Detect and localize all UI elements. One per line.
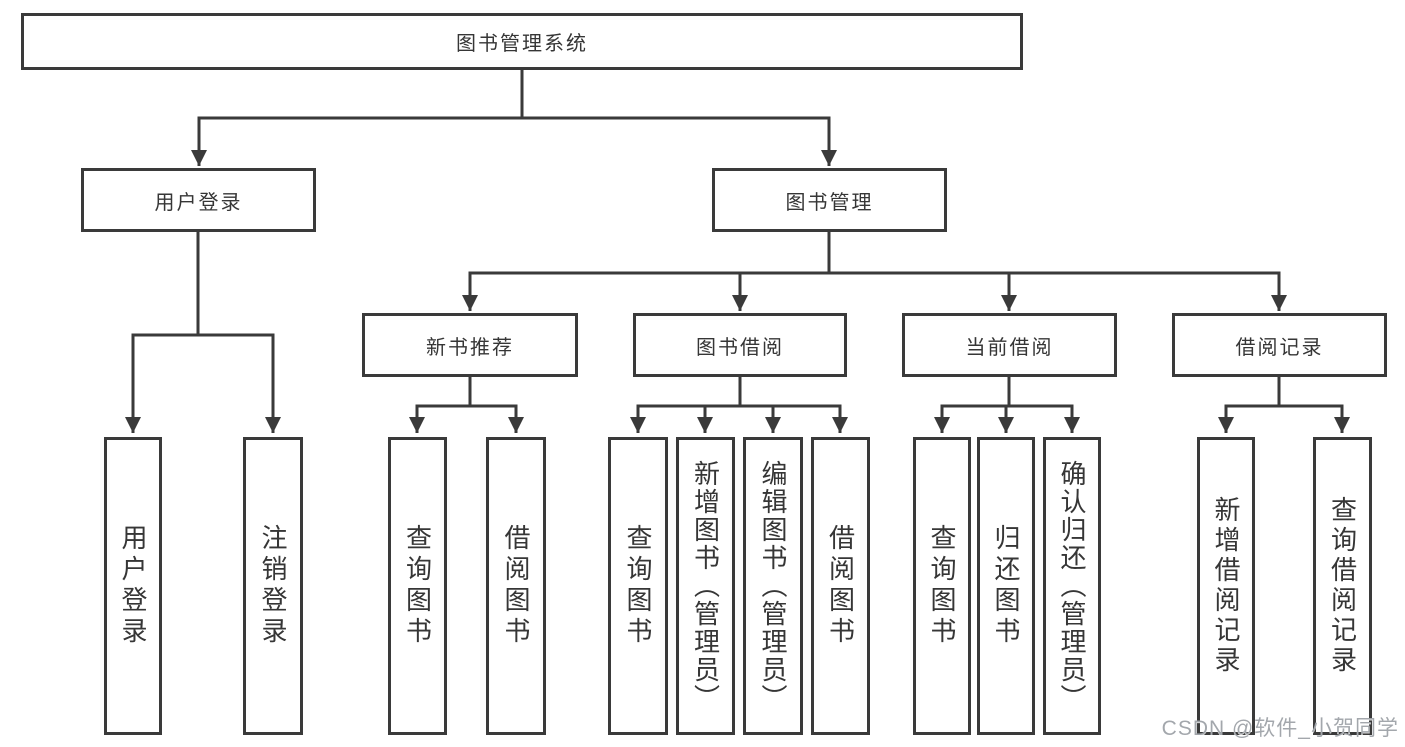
node-borrow-records: 借阅记录 [1172, 313, 1387, 377]
leaf-add-books-admin-label: 新增图书（管理员） [690, 460, 721, 712]
leaf-query-books-borrow-label: 查询图书 [623, 524, 653, 648]
leaf-query-books-current: 查询图书 [913, 437, 971, 735]
node-current-borrow-label: 当前借阅 [965, 336, 1054, 359]
leaf-logout-label: 注销登录 [258, 524, 288, 648]
leaf-query-borrow-record-label: 查询借阅记录 [1327, 496, 1358, 676]
leaf-return-books-label: 归还图书 [991, 524, 1021, 648]
leaf-borrow-books: 借阅图书 [811, 437, 870, 735]
leaf-edit-books-admin: 编辑图书（管理员） [743, 437, 803, 735]
node-user-login-label: 用户登录 [154, 191, 243, 214]
leaf-confirm-return-admin: 确认归还（管理员） [1043, 437, 1101, 735]
leaf-add-borrow-record: 新增借阅记录 [1197, 437, 1255, 735]
leaf-borrow-books-label: 借阅图书 [825, 524, 856, 648]
leaf-borrow-books-recommend-label: 借阅图书 [501, 524, 531, 648]
leaf-logout: 注销登录 [243, 437, 303, 735]
node-user-login: 用户登录 [81, 168, 316, 232]
node-book-management-label: 图书管理 [785, 191, 874, 214]
leaf-user-login-label: 用户登录 [118, 524, 148, 648]
node-book-borrow-label: 图书借阅 [696, 336, 784, 359]
leaf-query-books-recommend-label: 查询图书 [402, 524, 433, 648]
csdn-watermark: CSDN @软件_小贺同学 [1161, 717, 1399, 740]
leaf-edit-books-admin-label: 编辑图书（管理员） [758, 460, 788, 712]
leaf-add-books-admin: 新增图书（管理员） [676, 437, 735, 735]
leaf-user-login: 用户登录 [104, 437, 162, 735]
node-book-management: 图书管理 [712, 168, 947, 232]
leaf-query-borrow-record: 查询借阅记录 [1313, 437, 1372, 735]
node-new-book-recommend: 新书推荐 [362, 313, 578, 377]
leaf-query-books-recommend: 查询图书 [388, 437, 447, 735]
leaf-return-books: 归还图书 [977, 437, 1035, 735]
node-borrow-records-label: 借阅记录 [1235, 336, 1324, 359]
node-current-borrow: 当前借阅 [902, 313, 1117, 377]
leaf-confirm-return-admin-label: 确认归还（管理员） [1057, 460, 1087, 712]
node-root: 图书管理系统 [21, 13, 1023, 70]
node-root-label: 图书管理系统 [456, 33, 588, 55]
node-new-book-recommend-label: 新书推荐 [426, 336, 514, 359]
leaf-borrow-books-recommend: 借阅图书 [486, 437, 546, 735]
leaf-add-borrow-record-label: 新增借阅记录 [1211, 496, 1241, 676]
leaf-query-books-current-label: 查询图书 [927, 524, 957, 648]
leaf-query-books-borrow: 查询图书 [608, 437, 668, 735]
node-book-borrow: 图书借阅 [633, 313, 847, 377]
